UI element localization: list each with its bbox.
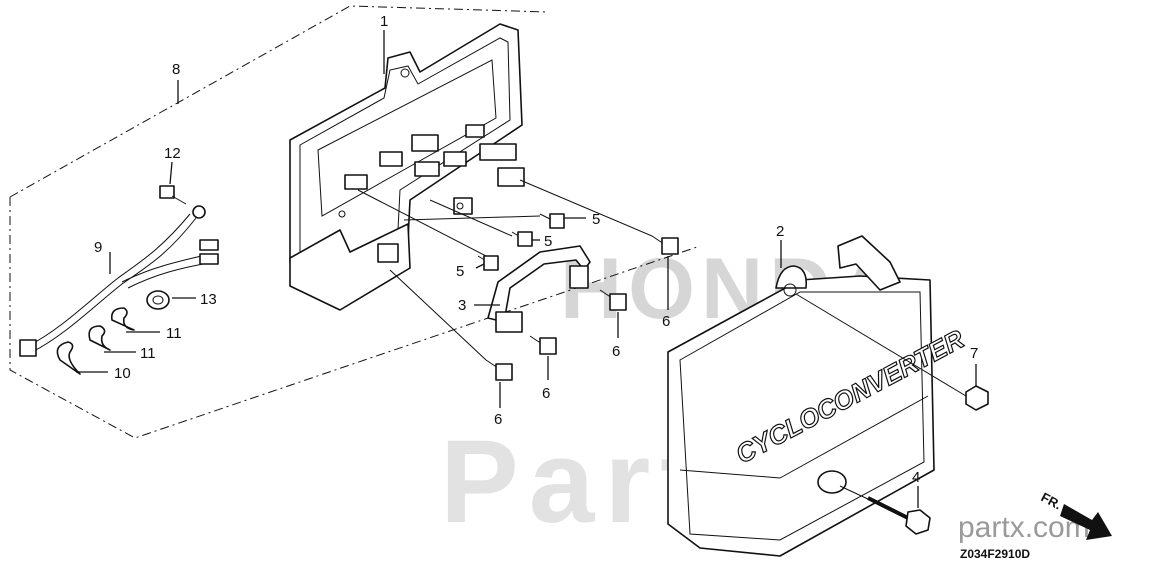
callout-10: 10 [114,365,131,382]
callout-6-b: 6 [612,343,620,360]
callout-5-lower: 5 [456,263,464,280]
callout-8: 8 [172,61,180,78]
callout-4: 4 [912,469,920,486]
callout-2: 2 [776,223,784,240]
clamp-10 [56,341,81,375]
screw-5-lower [477,255,499,271]
callout-6-c: 6 [542,385,550,402]
clamp-11-upper [110,307,135,331]
callout-3: 3 [458,297,466,314]
nut-13 [146,290,170,310]
callout-1: 1 [380,13,388,30]
callout-11-upper: 11 [166,325,182,342]
screw-5-upper [539,213,565,229]
screw-6-d [485,359,513,381]
callout-7: 7 [970,345,978,362]
bolt-12 [159,185,187,205]
direction-label: FR. [1039,489,1065,512]
clamp-11-lower [88,325,111,351]
leader-lines [76,30,977,508]
callout-13: 13 [200,291,217,308]
callout-11-lower: 11 [140,345,156,362]
callout-6-d: 6 [494,411,502,428]
screw-6-c [529,335,557,355]
bolt-4 [867,496,931,535]
part-code: Z034F2910D [960,547,1030,561]
handle-bracket [487,245,591,333]
nut-13-hole [152,295,164,305]
inverter-frame [289,23,525,311]
callout-5-middle: 5 [544,233,552,250]
callout-6-a: 6 [662,313,670,330]
callout-12: 12 [164,145,181,162]
screw-6-a [651,235,679,255]
callout-5-upper: 5 [592,211,600,228]
screw-6-b [599,289,627,311]
cycloconverter-cover: CYCLOCONVERTER [667,235,970,557]
callout-9: 9 [94,239,102,256]
nut-7 [965,385,989,411]
screw-5-middle [511,231,533,247]
assembly-boundary-lower [9,197,701,439]
front-direction-arrow-icon [1060,504,1112,540]
wire-harness [19,205,219,357]
